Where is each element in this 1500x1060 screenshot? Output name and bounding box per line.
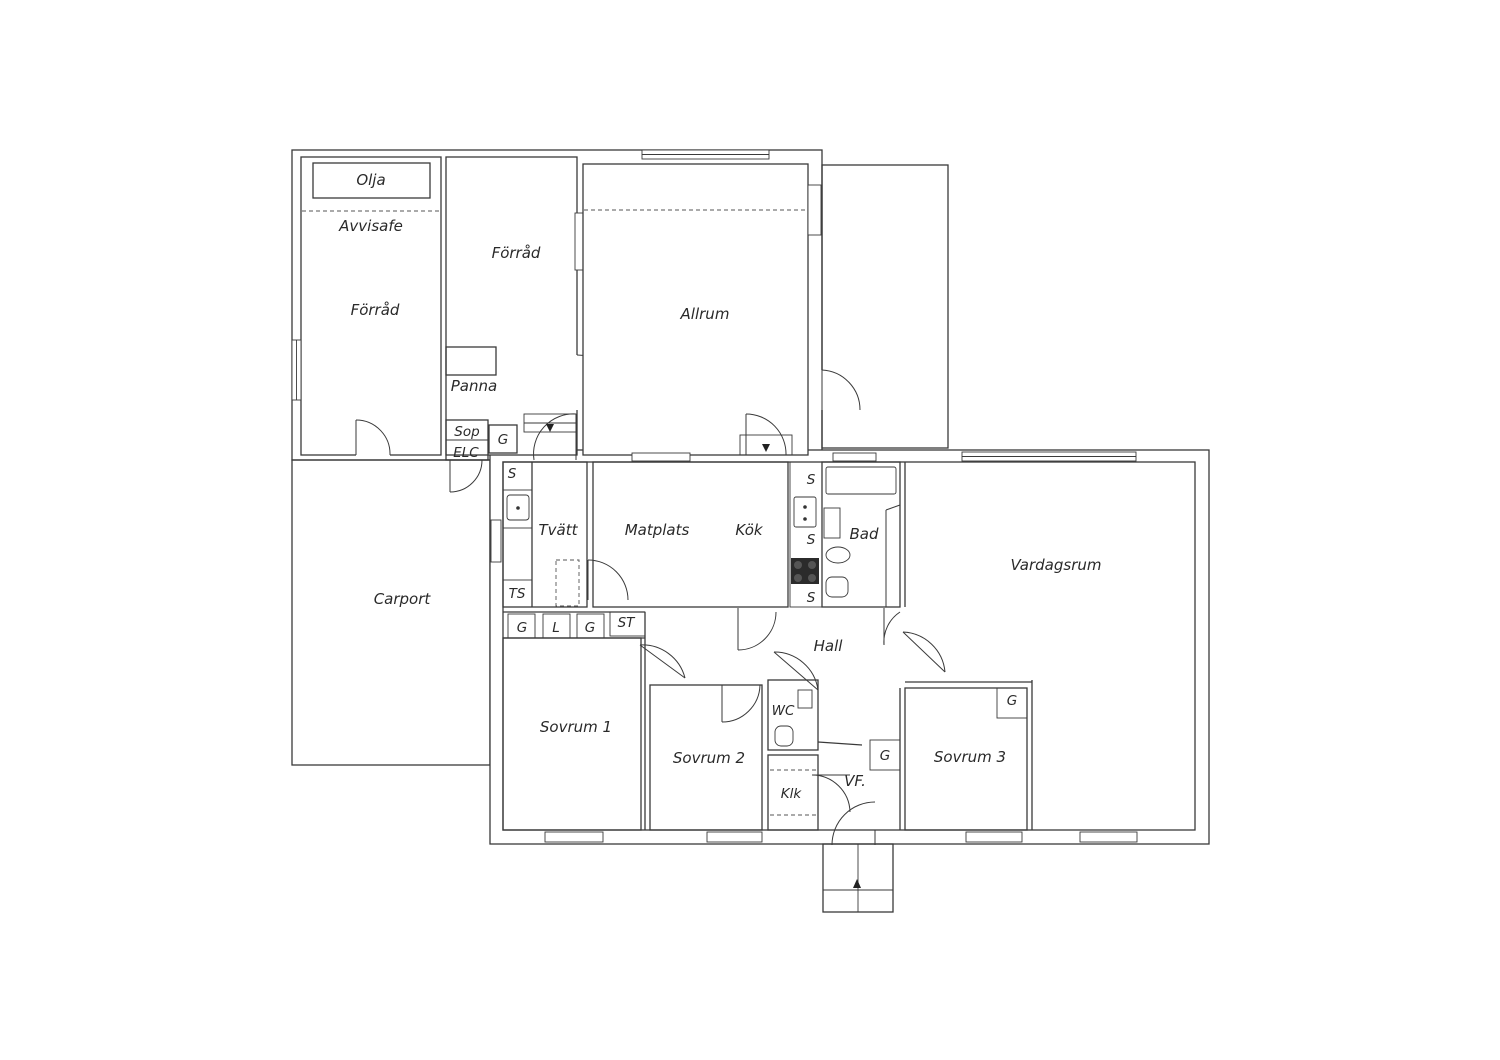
label-avvisafe: Avvisafe (338, 217, 403, 235)
label-panna: Panna (451, 377, 497, 395)
room-forrad-2 (445, 156, 578, 456)
label-sop: Sop (454, 424, 479, 440)
label-g-top: G (498, 432, 508, 448)
label-elc: ELC (453, 445, 479, 461)
closet-sov3-g (996, 687, 1028, 719)
label-vf: VF. (844, 772, 866, 790)
label-kok: Kök (735, 521, 763, 539)
label-hall: Hall (814, 637, 844, 655)
label-bad: Bad (849, 525, 878, 543)
label-sovrum-3: Sovrum 3 (934, 748, 1006, 766)
main-interior (490, 451, 1196, 888)
room-labels: Olja Avvisafe Förråd Förråd Allrum Panna… (338, 171, 1101, 802)
room-tvatt (502, 461, 588, 608)
label-sovrum-2: Sovrum 2 (673, 749, 745, 767)
label-s-tvatt: S (508, 466, 517, 482)
label-olja: Olja (356, 171, 385, 189)
room-allrum (582, 163, 809, 456)
label-matplats: Matplats (625, 521, 690, 539)
label-forrad-2: Förråd (492, 244, 541, 262)
label-sovrum-1: Sovrum 1 (540, 718, 612, 736)
label-carport: Carport (374, 590, 432, 608)
room-sovrum-3 (904, 687, 1028, 831)
carport-outline (291, 459, 491, 766)
label-tvatt: Tvätt (539, 521, 579, 539)
label-wc: WC (772, 703, 795, 719)
label-s-kok-3: S (807, 590, 816, 606)
room-forrad-1 (300, 156, 442, 456)
room-sovrum-1 (502, 637, 642, 831)
label-forrad-1: Förråd (351, 301, 400, 319)
upper-rooms (291, 149, 861, 493)
label-g-1: G (517, 620, 527, 636)
label-g-sov3: G (1007, 693, 1017, 709)
label-s-kok-1: S (807, 472, 816, 488)
room-bad (821, 461, 901, 608)
room-wc (767, 679, 819, 751)
label-g-vf: G (880, 748, 890, 764)
closet-g-top (488, 424, 518, 454)
boiler (445, 346, 497, 376)
label-s-kok-2: S (807, 532, 816, 548)
terrace-outline (821, 164, 949, 449)
room-sovrum-2 (649, 684, 763, 831)
label-l-1: L (552, 620, 560, 636)
room-klk (767, 754, 819, 831)
label-vardagsrum: Vardagsrum (1011, 556, 1102, 574)
label-ts: TS (509, 586, 526, 602)
label-st: ST (618, 615, 637, 631)
label-klk: Klk (781, 786, 803, 802)
label-g-2: G (585, 620, 595, 636)
oil-tank (312, 162, 431, 199)
room-kok (592, 461, 789, 608)
label-allrum: Allrum (680, 305, 730, 323)
